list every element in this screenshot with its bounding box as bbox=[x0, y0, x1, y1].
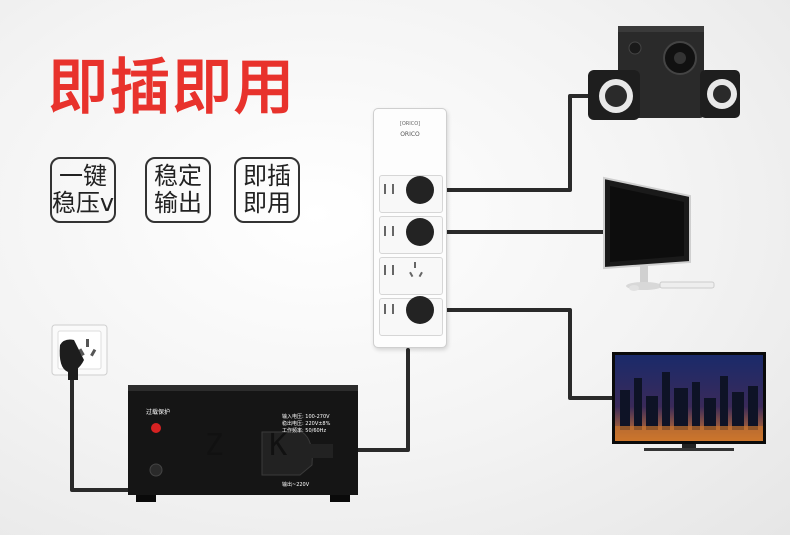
cable-tv bbox=[430, 308, 614, 400]
badge-line-2: 即用 bbox=[243, 189, 291, 217]
spec-line-3: 工作频率: 50/60Hz bbox=[282, 428, 327, 434]
badge-line-1: 即插 bbox=[243, 162, 291, 190]
badge-line-2: 输出 bbox=[154, 189, 202, 217]
badge-line-2: 稳压v bbox=[51, 189, 115, 217]
monitor-device bbox=[603, 176, 715, 291]
voltage-stabilizer bbox=[128, 385, 358, 502]
feature-badge-one-key-stabilize: 一键 稳压v bbox=[50, 157, 116, 223]
feature-badge-stable-output: 稳定 输出 bbox=[145, 157, 211, 223]
wall-outlet bbox=[51, 324, 108, 380]
strip-outlet-3 bbox=[379, 257, 443, 295]
overload-indicator-icon bbox=[151, 423, 161, 433]
power-strip: [ORICO] ORICO bbox=[373, 108, 447, 348]
cable-speakers bbox=[430, 94, 600, 192]
headline-title: 即插即用 bbox=[48, 53, 296, 123]
output-voltage-label: 输出~220V bbox=[282, 482, 310, 488]
stabilizer-brand-text: Z K bbox=[205, 428, 302, 463]
strip-outlet-4 bbox=[379, 298, 443, 336]
strip-brand-logo: ORICO bbox=[400, 131, 420, 138]
overload-protect-label: 过载保护 bbox=[146, 409, 171, 416]
strip-label: [ORICO] bbox=[399, 121, 421, 127]
badge-line-1: 稳定 bbox=[154, 162, 202, 190]
badge-line-1: 一键 bbox=[59, 162, 107, 190]
tv-device bbox=[612, 352, 766, 451]
spec-line-2: 稳出电压: 220V±8% bbox=[282, 421, 331, 427]
strip-outlet-2 bbox=[379, 216, 443, 254]
feature-badge-plug-and-play: 即插 即用 bbox=[234, 157, 300, 223]
speakers-device bbox=[588, 26, 740, 120]
strip-outlet-1 bbox=[379, 175, 443, 213]
spec-line-1: 输入电压: 100-270V bbox=[282, 414, 330, 420]
